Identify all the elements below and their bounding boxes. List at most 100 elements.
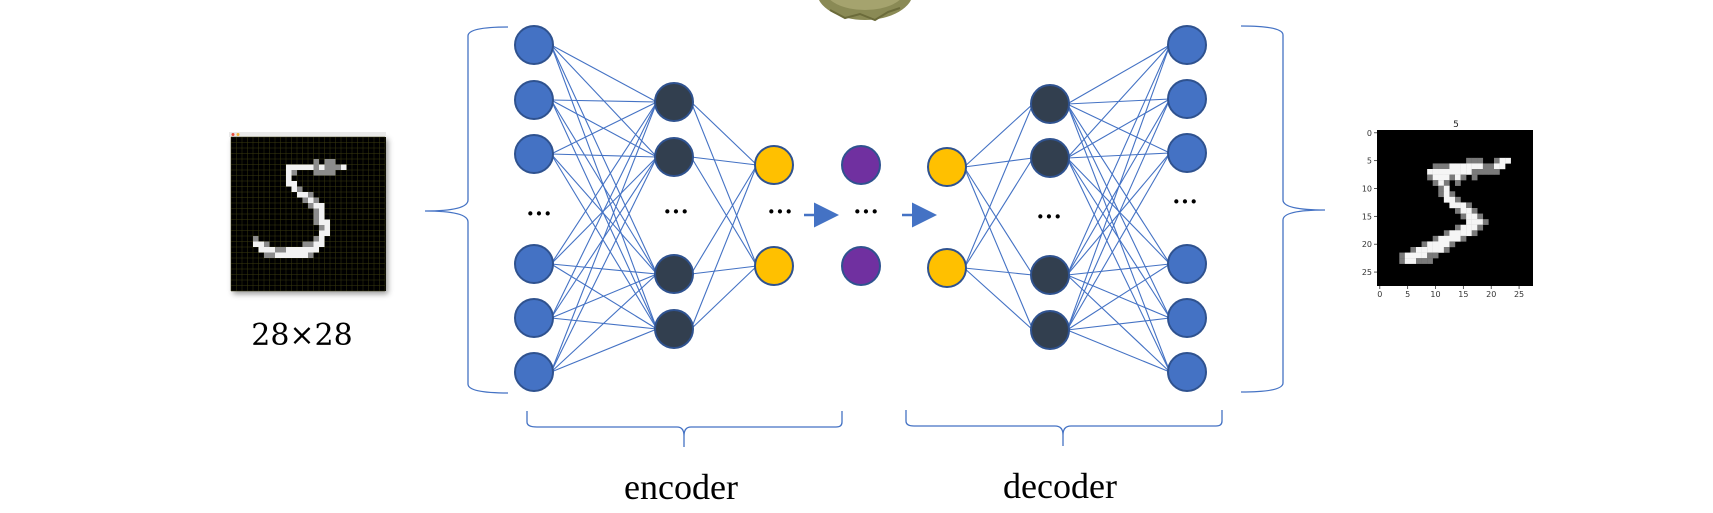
- connection-edge: [963, 103, 1034, 168]
- connection-edge: [1066, 263, 1171, 331]
- hidden1-node: [654, 82, 694, 122]
- connection-edge: [550, 153, 658, 275]
- connection-edge: [1066, 44, 1171, 331]
- connection-edge: [963, 267, 1034, 331]
- y-tick-label: 5: [1367, 157, 1372, 166]
- output-brace: [1240, 25, 1326, 393]
- connection-edge: [550, 44, 658, 103]
- input-node: [514, 352, 554, 392]
- connection-edge: [964, 157, 1033, 168]
- output-node: [1167, 79, 1207, 119]
- connection-edge: [550, 328, 658, 373]
- connection-edge: [550, 99, 658, 275]
- output-ellipsis: ···: [1172, 187, 1198, 216]
- input-node: [514, 134, 554, 174]
- decorative-nest-image: [819, 0, 911, 22]
- connection-edge: [1066, 157, 1171, 265]
- x-tick-label: 25: [1514, 290, 1524, 299]
- connection-edge: [963, 166, 1034, 331]
- connection-edge: [550, 101, 658, 373]
- layer-ellipses: ··················: [526, 187, 1198, 231]
- hidden2-node: [754, 246, 794, 286]
- input-image: [229, 132, 386, 292]
- connection-edge: [1066, 152, 1171, 331]
- latent-node: [841, 145, 881, 185]
- connection-edge: [963, 166, 1034, 276]
- hidden1-node: [654, 309, 694, 349]
- output-node: [1167, 25, 1207, 65]
- input-size-label: 28×28: [251, 318, 352, 353]
- output-plot-title: 5: [1453, 120, 1459, 130]
- connection-edge: [690, 101, 758, 267]
- connection-edge: [963, 103, 1034, 269]
- latent-node: [841, 246, 881, 286]
- hidden2-node: [754, 145, 794, 185]
- output-digit-pixels: [1399, 157, 1511, 264]
- output-node: [1167, 298, 1207, 338]
- input-node: [514, 298, 554, 338]
- connection-edge: [690, 164, 758, 275]
- connection-edge: [1066, 103, 1171, 265]
- connection-edge: [964, 267, 1033, 276]
- network-nodes: [514, 25, 1207, 392]
- encoder-brace: [526, 411, 843, 447]
- window-min-dot: [236, 133, 240, 136]
- x-tick-label: 10: [1430, 290, 1440, 299]
- output-node: [1167, 244, 1207, 284]
- connection-edge: [691, 265, 757, 275]
- input-brace: [424, 26, 509, 394]
- hidden3-node: [927, 147, 967, 187]
- hidden4-ellipsis: ···: [1036, 202, 1062, 231]
- input-digit-pixels: [253, 159, 347, 258]
- connection-edge: [550, 44, 658, 275]
- latent-ellipsis: ···: [853, 197, 879, 226]
- connection-edge: [1067, 263, 1170, 276]
- output-node: [1167, 133, 1207, 173]
- decoder-brace: [905, 410, 1223, 446]
- connection-edge: [691, 156, 757, 166]
- connection-edge: [1067, 317, 1170, 331]
- network-connections: [550, 44, 1171, 373]
- hidden4-node: [1030, 310, 1070, 350]
- connection-edge: [551, 263, 657, 275]
- x-tick-label: 5: [1405, 290, 1410, 299]
- input-node: [514, 25, 554, 65]
- connection-edge: [1066, 157, 1171, 319]
- connection-edge: [550, 273, 658, 373]
- connection-edge: [550, 273, 658, 319]
- x-tick-label: 15: [1458, 290, 1468, 299]
- y-tick-label: 10: [1362, 185, 1372, 194]
- connection-edge: [1067, 152, 1170, 159]
- input-node: [514, 80, 554, 120]
- hidden1-ellipsis: ···: [663, 197, 689, 226]
- encoder-label: encoder: [624, 467, 738, 507]
- y-tick-label: 20: [1362, 240, 1372, 249]
- connection-edge: [550, 101, 658, 319]
- connection-edge: [1066, 44, 1171, 276]
- output-node: [1167, 352, 1207, 392]
- connection-edge: [1066, 44, 1171, 159]
- connection-edge: [690, 164, 758, 330]
- connection-edge: [690, 265, 758, 330]
- connection-edge: [550, 153, 658, 330]
- hidden1-node: [654, 137, 694, 177]
- hidden4-node: [1030, 84, 1070, 124]
- hidden1-node: [654, 254, 694, 294]
- connection-edge: [550, 101, 658, 155]
- hidden3-node: [927, 248, 967, 288]
- connection-edge: [550, 101, 658, 265]
- connection-edge: [551, 153, 657, 158]
- y-tick-label: 25: [1362, 268, 1372, 277]
- decoder-label: decoder: [1003, 466, 1117, 506]
- connection-edge: [1066, 98, 1171, 159]
- y-tick-label: 0: [1367, 129, 1372, 138]
- hidden2-ellipsis: ···: [767, 197, 793, 226]
- input-node: [514, 244, 554, 284]
- connection-edge: [690, 101, 758, 166]
- connection-edge: [1066, 44, 1171, 105]
- window-close-dot: [231, 133, 235, 136]
- connection-edge: [1066, 329, 1171, 373]
